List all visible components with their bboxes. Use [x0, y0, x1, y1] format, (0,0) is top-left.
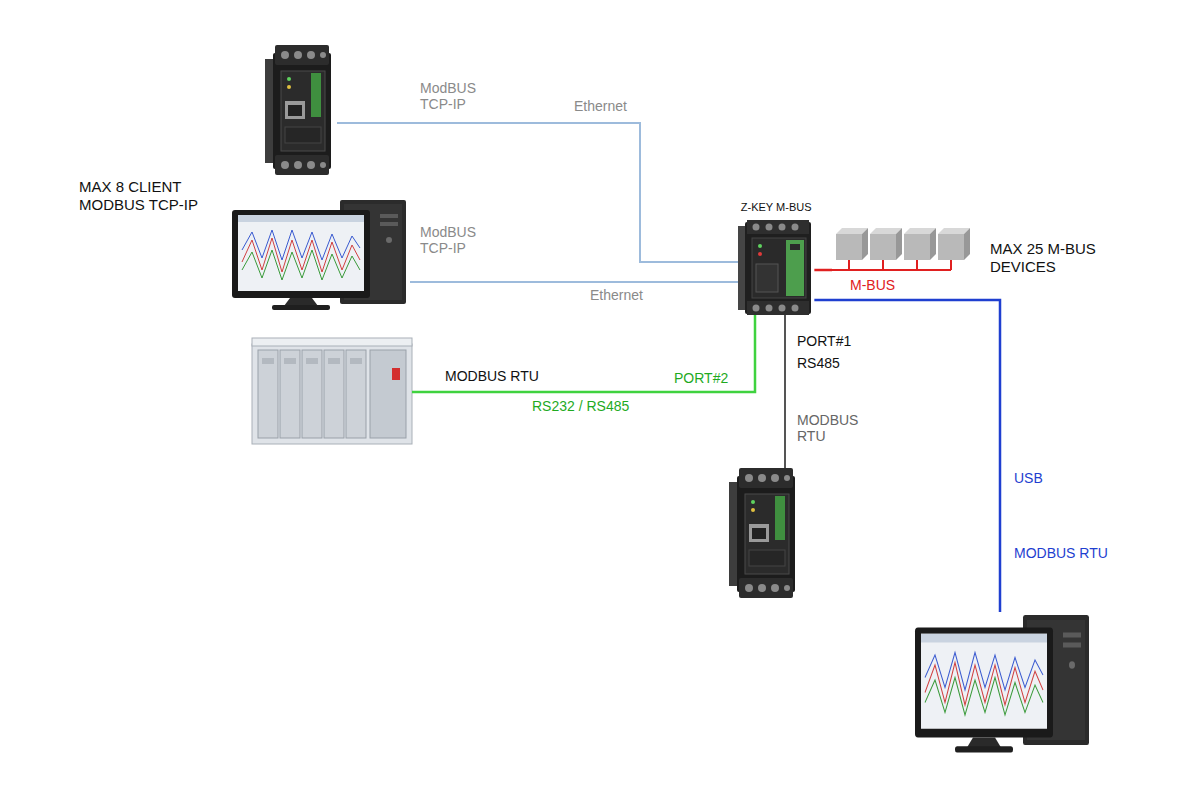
plc-rack-part — [284, 358, 296, 364]
protocol-name: MODBUS RTU — [1012, 545, 1110, 561]
connector-label: ModBUS TCP-IP — [418, 80, 497, 112]
signal-name: RS232 / RS485 — [530, 398, 631, 414]
connector-label: ModBUS TCP-IP — [418, 224, 497, 256]
modbus-rtu-module — [729, 468, 795, 598]
plc-rack-part — [252, 338, 412, 346]
plc-rack-part — [346, 350, 366, 438]
plc — [252, 338, 412, 448]
client-computer: MAX 8 CLIENT MODBUS TCP-IP — [75, 172, 410, 312]
ethernet-link — [410, 281, 738, 283]
mbus-bus-part — [916, 260, 918, 270]
mbus-device — [938, 228, 970, 260]
modbus-rtu-device — [728, 468, 803, 598]
plc-rack-part — [324, 350, 344, 438]
plc-rack-part — [306, 358, 318, 364]
plc-rack-part — [258, 350, 278, 438]
mbus-link — [814, 269, 832, 272]
modbus-tcp-device — [265, 45, 337, 175]
connector-label: MODBUS RTU — [443, 368, 541, 384]
mbus-bus — [832, 260, 951, 270]
plc-rack-part — [370, 350, 406, 438]
node-text-block: Z-KEY M-BUS — [738, 201, 814, 214]
device-label: MAX 25 M-BUS DEVICES — [990, 240, 1125, 276]
device-label: MAX 8 CLIENT MODBUS TCP-IP — [79, 178, 229, 214]
mbus-device-group: MAX 25 M-BUS DEVICES — [832, 220, 1132, 279]
modbus-tcp-module — [265, 45, 331, 175]
mbus-bus-part — [882, 260, 884, 270]
port-name: PORT#1 — [795, 333, 853, 349]
device-label: Z-KEY M-BUS — [738, 201, 814, 214]
usb-computer — [915, 615, 1089, 753]
signal-name: RS485 — [795, 355, 842, 371]
zkey-module — [738, 220, 811, 315]
plc-rack-part — [252, 344, 412, 444]
connector-label: USB — [1012, 470, 1045, 486]
link-medium: Ethernet — [588, 287, 645, 303]
zkey-gateway: Z-KEY M-BUS — [738, 200, 814, 315]
plc-rack-part — [280, 350, 300, 438]
connector-label: M-BUS — [848, 277, 897, 293]
port-name: PORT#2 — [672, 370, 730, 386]
plc-rack-part — [350, 358, 362, 364]
client-computer — [232, 200, 406, 310]
node-text-block: MAX 25 M-BUS DEVICES — [990, 240, 1125, 276]
plc-rack-part — [302, 350, 322, 438]
plc-rack — [252, 338, 412, 444]
rs485-link — [784, 315, 786, 468]
mbus-bus-part — [950, 260, 952, 270]
usb-computer — [912, 612, 1094, 754]
node-text-block: MAX 8 CLIENT MODBUS TCP-IP — [79, 178, 229, 214]
link-medium: Ethernet — [572, 98, 629, 114]
plc-rack-part — [328, 358, 340, 364]
plc-rack-part — [262, 358, 274, 364]
mbus-device — [870, 228, 902, 260]
connector-label: MODBUS RTU — [795, 412, 871, 444]
plc-rack-part — [392, 368, 400, 380]
mbus-device — [836, 228, 868, 260]
mbus-bus-part — [848, 260, 850, 270]
serial-link — [412, 315, 755, 392]
ethernet-link — [337, 123, 738, 262]
mbus-device — [904, 228, 936, 260]
